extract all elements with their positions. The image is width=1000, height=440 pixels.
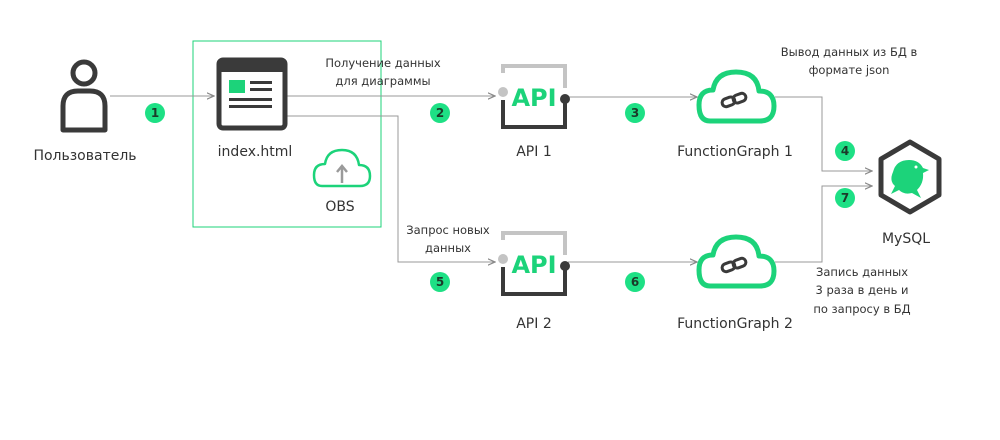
svg-text:данных: данных [425,241,471,255]
user-label: Пользователь [33,148,136,164]
api2-icon-text: API [511,251,556,279]
mysql-label: MySQL [882,231,930,247]
api1-icon-text: API [511,84,556,112]
svg-text:для диаграммы: для диаграммы [335,74,430,88]
step-badge-5: 5 [430,272,450,292]
api1-label: API 1 [516,144,552,160]
annotation-write-data: Запись данных 3 раза в день и по запросу… [813,265,910,316]
svg-text:2: 2 [436,106,444,120]
svg-text:формате json: формате json [809,63,890,77]
svg-text:7: 7 [841,191,849,205]
fg2-cloud-link-icon [696,234,777,289]
svg-text:3 раза в день и: 3 раза в день и [815,283,908,297]
svg-text:5: 5 [436,275,444,289]
svg-text:Вывод данных из БД в: Вывод данных из БД в [781,45,918,59]
api2-icon: API [498,231,570,296]
annotation-get-data: Получение данных для диаграммы [325,56,441,88]
api1-icon: API [498,64,570,129]
fg1-label: FunctionGraph 1 [677,144,793,160]
step-badge-3: 3 [625,103,645,123]
step-badge-6: 6 [625,272,645,292]
fg2-label: FunctionGraph 2 [677,316,793,332]
svg-text:6: 6 [631,275,639,289]
svg-text:Запись данных: Запись данных [816,265,908,279]
mysql-dolphin-icon [878,139,942,215]
annotation-request-new: Запрос новых данных [406,223,490,255]
step-badge-2: 2 [430,103,450,123]
obs-label: OBS [325,199,354,215]
arrow-fg1-to-mysql [775,96,872,171]
step-badge-7: 7 [835,188,855,208]
svg-text:1: 1 [151,106,159,120]
svg-text:3: 3 [631,106,639,120]
step-badge-1: 1 [145,103,165,123]
webpage-icon [216,57,288,131]
svg-text:Получение данных: Получение данных [325,56,441,70]
step-badge-4: 4 [835,141,855,161]
user-icon [60,59,108,133]
api2-label: API 2 [516,316,552,332]
svg-text:Запрос новых: Запрос новых [406,223,490,237]
obs-container [192,40,382,228]
annotation-output-json: Вывод данных из БД в формате json [781,45,918,77]
svg-text:4: 4 [841,144,849,158]
arrow-fg2-to-mysql [775,186,872,263]
svg-text:по запросу в БД: по запросу в БД [813,302,910,316]
connectors [110,96,872,262]
arrow-index-to-api2 [285,115,495,262]
cloud-upload-icon [312,148,372,188]
fg1-cloud-link-icon [696,69,777,124]
index-label: index.html [218,144,293,160]
